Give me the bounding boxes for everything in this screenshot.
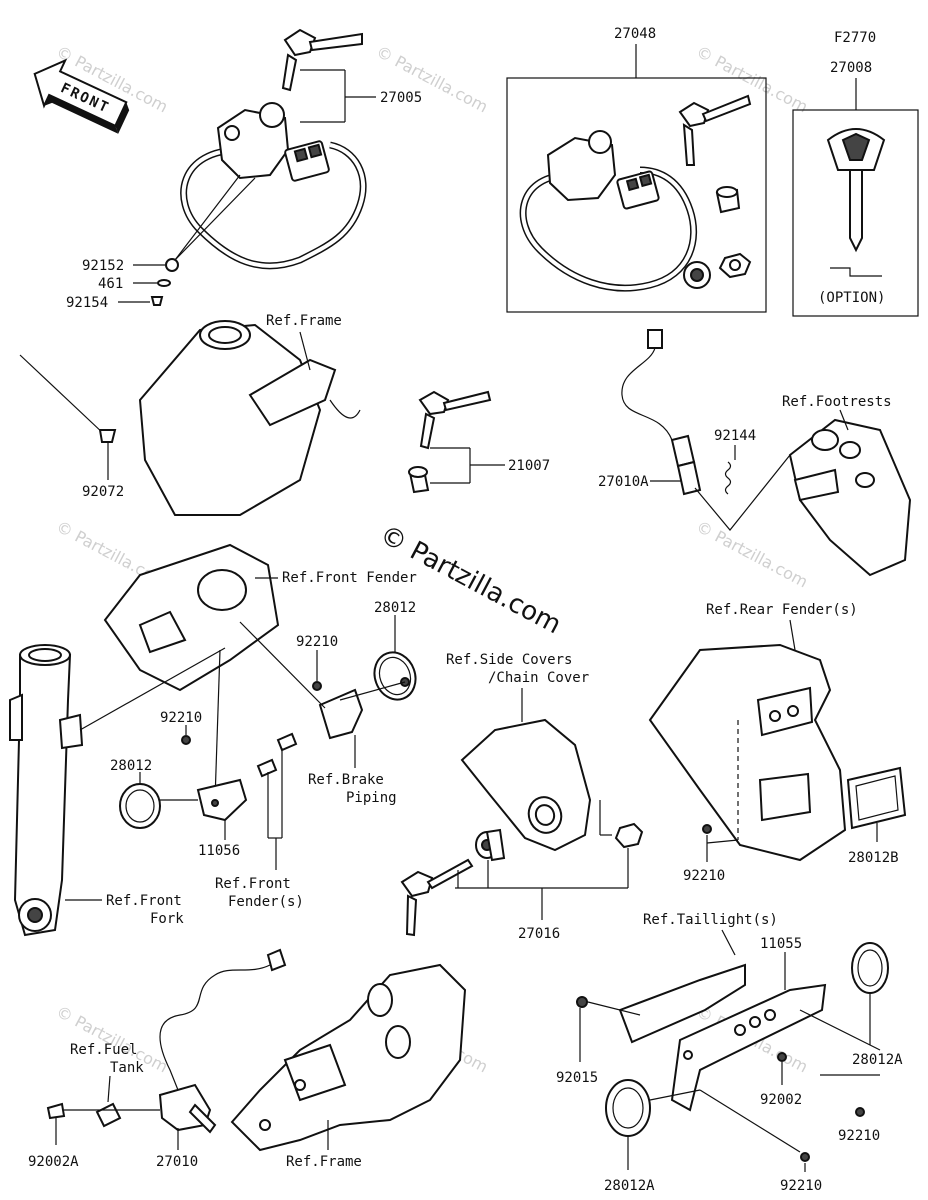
key-icon (281, 28, 363, 92)
ref-fuel-1[interactable]: Ref.Fuel (70, 1042, 137, 1058)
option-key-box (792, 109, 919, 317)
part-92210-e[interactable]: 92210 (780, 1178, 822, 1194)
part-92210-d[interactable]: 92210 (838, 1128, 880, 1144)
part-27048[interactable]: 27048 (614, 26, 656, 42)
front-fender (103, 543, 280, 692)
watermark: © Partzilla.com (693, 42, 811, 117)
ref-brake-1[interactable]: Ref.Brake (308, 772, 384, 788)
front-fork (9, 644, 84, 937)
part-27010[interactable]: 27010 (156, 1154, 198, 1170)
reflector-28012-top (373, 651, 417, 701)
ref-frame-top[interactable]: Ref.Frame (266, 313, 342, 329)
ref-side-covers-2[interactable]: /Chain Cover (488, 670, 589, 686)
blank-key-icon (826, 128, 886, 253)
part-11055[interactable]: 11055 (760, 936, 802, 952)
part-28012b[interactable]: 28012B (848, 850, 899, 866)
footrest-bracket (788, 418, 912, 577)
reflector-28012a-bottom (605, 1079, 651, 1137)
switch-27010a (621, 329, 702, 496)
part-92152[interactable]: 92152 (82, 258, 124, 274)
frame-head-pipe (138, 320, 361, 516)
bracket-brake (318, 681, 406, 740)
option-label: (OPTION) (818, 290, 885, 306)
part-27016[interactable]: 27016 (518, 926, 560, 942)
part-92002[interactable]: 92002 (760, 1092, 802, 1108)
bracket-11056 (196, 778, 248, 822)
part-28012a-bottom[interactable]: 28012A (604, 1178, 655, 1194)
spring-92144 (724, 461, 732, 495)
frame-bottom (230, 963, 467, 1152)
ref-rear-fender[interactable]: Ref.Rear Fender(s) (706, 602, 858, 618)
reflector-28012a-right (851, 942, 889, 994)
ref-taillight[interactable]: Ref.Taillight(s) (643, 912, 778, 928)
ref-front-fender[interactable]: Ref.Front Fender (282, 570, 417, 586)
ref-frame-bottom[interactable]: Ref.Frame (286, 1154, 362, 1170)
ref-front-fork-1[interactable]: Ref.Front (106, 893, 182, 909)
part-92144[interactable]: 92144 (714, 428, 756, 444)
part-92210-c[interactable]: 92210 (683, 868, 725, 884)
switch-27010-harness (158, 948, 287, 1134)
reflector-28012b (846, 766, 907, 830)
rear-fender (648, 643, 847, 862)
part-28012-top[interactable]: 28012 (374, 600, 416, 616)
key-27016-icon (400, 858, 474, 937)
ref-brake-2[interactable]: Piping (346, 790, 397, 806)
ref-footrests[interactable]: Ref.Footrests (782, 394, 892, 410)
part-27005[interactable]: 27005 (380, 90, 422, 106)
ref-fuel-2[interactable]: Tank (110, 1060, 144, 1076)
part-28012-left[interactable]: 28012 (110, 758, 152, 774)
part-27010a[interactable]: 27010A (598, 474, 649, 490)
part-461[interactable]: 461 (98, 276, 123, 292)
part-92015[interactable]: 92015 (556, 1070, 598, 1086)
ignition-switch-assembly (180, 102, 367, 270)
ref-front-fork-2[interactable]: Fork (150, 911, 184, 927)
part-92002a[interactable]: 92002A (28, 1154, 79, 1170)
part-92154[interactable]: 92154 (66, 295, 108, 311)
taillight-bracket (618, 963, 827, 1112)
part-92210-a[interactable]: 92210 (296, 634, 338, 650)
part-92210-b[interactable]: 92210 (160, 710, 202, 726)
watermark: © Partzilla.com (693, 517, 811, 592)
key-set-icon (408, 390, 492, 494)
reflector-28012-left (119, 783, 161, 829)
bolt-pair (256, 732, 298, 778)
side-cover (460, 718, 592, 852)
kit-ref-f2770: F2770 (834, 30, 876, 46)
lock-cylinder (475, 828, 506, 862)
ref-front-fenders-1[interactable]: Ref.Front (215, 876, 291, 892)
part-28012a-right[interactable]: 28012A (852, 1052, 903, 1068)
ref-side-covers-1[interactable]: Ref.Side Covers (446, 652, 572, 668)
part-27008[interactable]: 27008 (830, 60, 872, 76)
ignition-switch-kit (519, 94, 752, 292)
front-arrow-icon: FRONT (33, 58, 130, 134)
part-92072[interactable]: 92072 (82, 484, 124, 500)
part-21007[interactable]: 21007 (508, 458, 550, 474)
part-11056[interactable]: 11056 (198, 843, 240, 859)
ref-front-fenders-2[interactable]: Fender(s) (228, 894, 304, 910)
